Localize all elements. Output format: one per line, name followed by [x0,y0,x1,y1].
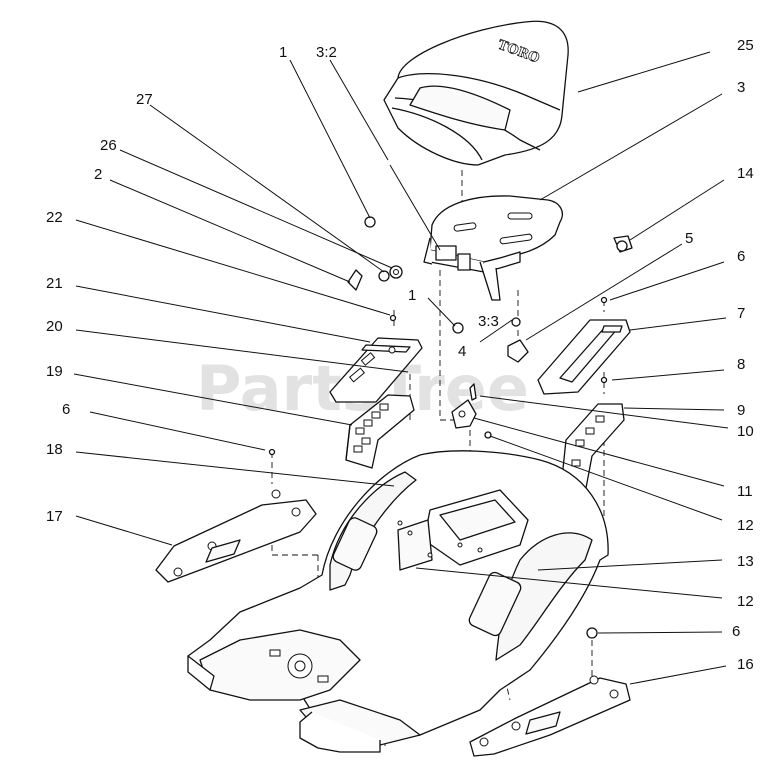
callout-14: 14 [737,165,754,182]
callout-17: 17 [46,508,63,525]
bolt-1-top [364,216,376,228]
fender-plate-right[interactable] [537,319,631,395]
callout-1-top: 1 [279,44,287,61]
callout-7: 7 [737,305,745,322]
callout-16: 16 [737,656,754,673]
callout-19: 19 [46,363,63,380]
washer-4 [511,317,521,327]
callout-9: 9 [737,402,745,419]
callout-21: 21 [46,275,63,292]
callout-3: 3 [737,79,745,96]
clip-2 [347,269,363,291]
screw-22 [389,314,397,322]
footrest-plate-right[interactable] [469,675,631,757]
callout-10: 10 [737,423,754,440]
seat-pan[interactable] [423,195,563,301]
seat[interactable]: TORO [383,20,569,166]
callout-5: 5 [685,230,693,247]
nut-27 [378,270,390,282]
callout-labels: 1 3:2 25 27 3 26 2 14 22 5 1 6 21 3:3 7 … [46,37,754,673]
callout-11: 11 [737,483,753,500]
fender-deck[interactable] [187,450,609,753]
switch-bracket[interactable] [451,383,477,429]
callout-13: 13 [737,553,754,570]
screw-6-left [268,448,276,456]
callout-6-right: 6 [737,248,745,265]
callout-2: 2 [94,166,102,183]
leader-lines [73,51,729,685]
callout-1-lower: 1 [408,287,416,304]
callout-8: 8 [737,356,745,373]
screw-6-bottom [586,627,598,639]
screw-6-right [600,296,608,304]
callout-6-bottom: 6 [732,623,740,640]
callout-25: 25 [737,37,754,54]
fender-plate-left[interactable] [329,337,423,403]
channel-left[interactable] [345,394,415,469]
callout-18: 18 [46,441,63,458]
callout-27: 27 [136,91,153,108]
screw-8 [600,376,608,384]
hardware [268,216,633,639]
callout-22: 22 [46,209,63,226]
callout-12-upper: 12 [737,517,754,534]
callout-12-lower: 12 [737,593,754,610]
knob-5 [507,339,529,363]
callout-4: 4 [458,343,466,360]
channel-right[interactable] [561,403,625,489]
bolt-1-lower [452,322,464,334]
callout-26: 26 [100,137,117,154]
callout-3-3: 3:3 [478,313,499,330]
bushing-12 [484,431,492,439]
callout-20: 20 [46,318,63,335]
callout-6-left: 6 [62,401,70,418]
footrest-plate-left[interactable] [155,489,317,583]
callout-3-2: 3:2 [316,44,337,61]
